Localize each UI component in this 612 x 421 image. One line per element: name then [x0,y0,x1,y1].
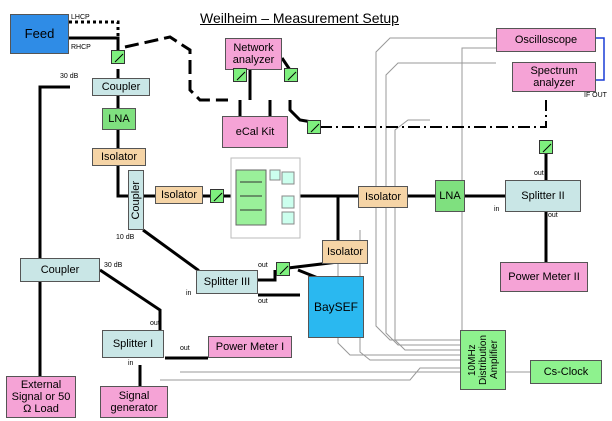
rhcp-label: RHCP [71,44,91,51]
coupler-vertical-label: Coupler [130,180,142,220]
distribution-amplifier-label: 10MHz Distribution Amplifier [466,334,500,386]
dashdot-line-to-spectrum [320,100,547,128]
lna-right-block: LNA [435,180,465,212]
oscilloscope-block: Oscilloscope [496,28,596,52]
if-out-label: IF OUT [584,92,607,99]
splitter-ii-block: Splitter II [505,180,581,212]
coupler-top-block: Coupler [92,78,150,96]
switch-feed[interactable] [111,50,125,64]
page-title: Weilheim – Measurement Setup [200,10,399,26]
switch-ecal[interactable] [307,120,321,134]
signal-generator-block: Signal generator [100,386,168,418]
power-meter-ii-block: Power Meter II [500,262,588,292]
isolator-2-block: Isolator [155,186,203,204]
coupler-left-block: Coupler [20,258,100,282]
lhcp-line [69,20,120,47]
feed-block: Feed [10,14,69,54]
splitter-iii-out-top-label: out [258,262,268,269]
splitter-i-in-label: in [128,360,134,367]
switch-isolator-2[interactable] [210,189,224,203]
splitter-i-out-right-label: out [180,345,190,352]
baysef-panel-graphic [230,157,301,239]
splitter-i-block: Splitter I [102,330,164,358]
switch-analyzer-left[interactable] [233,68,247,82]
lhcp-label: LHCP [71,14,90,21]
splitter-iii-in-label: in [186,290,192,297]
switch-analyzer-right[interactable] [284,68,298,82]
splitter-iii-block: Splitter III [196,270,258,294]
power-meter-i-block: Power Meter I [208,336,292,358]
lna-left-block: LNA [102,108,136,130]
isolator-1-block: Isolator [92,148,146,166]
network-analyzer-block: Network analyzer [225,38,282,70]
cs-clock-block: Cs-Clock [530,360,602,384]
splitter-ii-out-top-label: out [534,170,544,177]
10db-label: 10 dB [116,234,135,241]
baysef-block: BaySEF [308,276,364,338]
splitter-iii-out-bottom-label: out [258,298,268,305]
isolator-4-block: Isolator [322,240,368,264]
isolator-3-block: Isolator [358,186,408,208]
splitter-ii-in-label: in [494,206,500,213]
coupler-vertical-block: Coupler [128,170,144,230]
blue-link-line [596,37,605,81]
30db-left-label: 30 dB [104,262,123,269]
30db-top-label: 30 dB [60,73,79,80]
distribution-amplifier-block: 10MHz Distribution Amplifier [460,330,506,390]
spectrum-analyzer-block: Spectrum analyzer [512,62,596,92]
ecal-kit-block: eCal Kit [222,116,288,148]
dashed-line-feed-to-analyzer [124,35,228,102]
switch-splitter-iii[interactable] [276,262,290,276]
splitter-ii-out-bottom-label: out [548,212,558,219]
switch-spectrum[interactable] [539,140,553,154]
external-signal-block: External Signal or 50 Ω Load [6,376,76,418]
splitter-i-out-top-label: out [150,320,160,327]
